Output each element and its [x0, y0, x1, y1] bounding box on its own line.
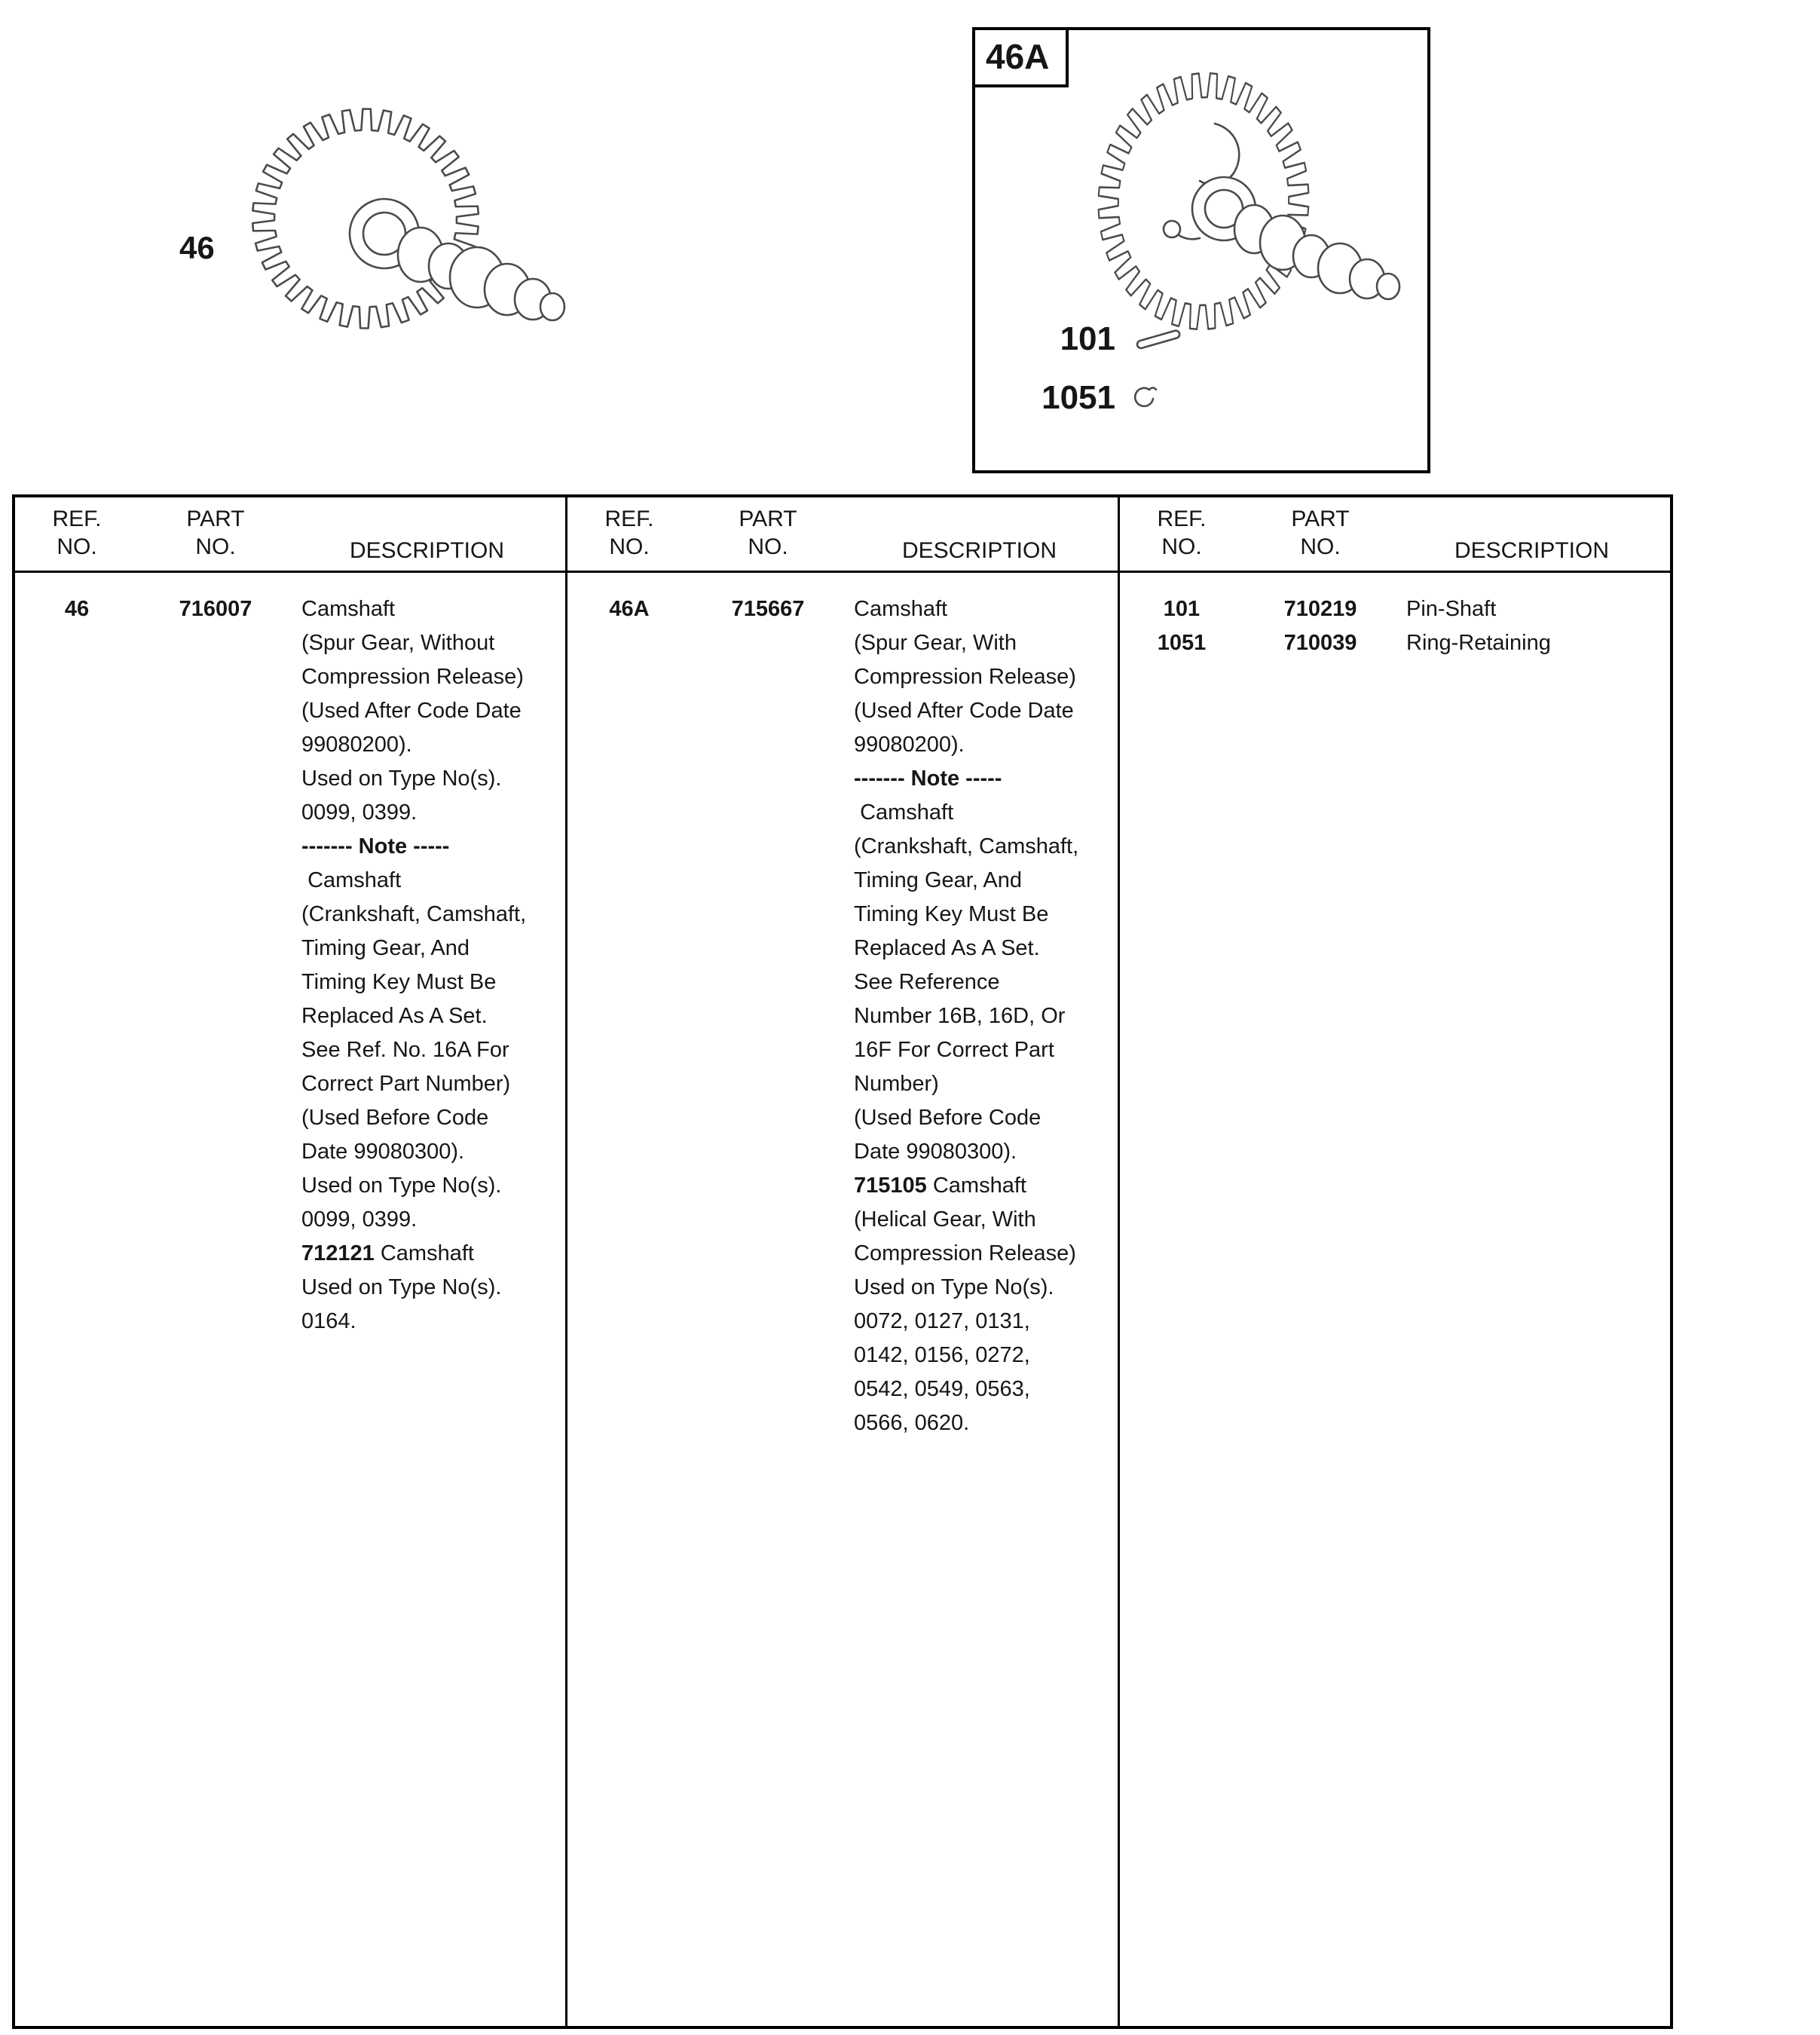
description-line: Number) [854, 1072, 939, 1096]
ref-no-header: REF. NO. [604, 506, 654, 559]
part-no-header: PART NO. [186, 506, 245, 559]
description-line: (Used Before Code [854, 1106, 1042, 1130]
description-line: 99080200). [854, 733, 965, 757]
pin-shaft-icon [1136, 329, 1181, 350]
description: Ring-Retaining [1406, 626, 1661, 660]
callout-101-label: 101 [1060, 320, 1115, 357]
table-row: 1051 710039 Ring-Retaining [1129, 626, 1661, 660]
description-line: Camshaft [301, 597, 396, 621]
description-line: 0566, 0620. [854, 1411, 970, 1435]
description-line: See Ref. No. 16A For [301, 1038, 509, 1062]
description-line: (Helical Gear, With [854, 1207, 1036, 1232]
description-line: 715105 Camshaft [854, 1174, 1026, 1198]
ref-no-header: REF. NO. [1157, 506, 1207, 559]
figure-box-46a: 46A [972, 27, 1430, 473]
part-no: 710039 [1283, 631, 1357, 655]
callout-101: 101 [1026, 320, 1191, 358]
description-line: Used on Type No(s). [854, 1275, 1054, 1299]
description-line: 0099, 0399. [301, 800, 418, 825]
description-line: Replaced As A Set. [301, 1004, 488, 1028]
description-line: (Crankshaft, Camshaft, [301, 902, 527, 926]
description-line: Used on Type No(s). [301, 767, 502, 791]
description-line: Number 16B, 16D, Or [854, 1004, 1066, 1028]
column-body: 101 710219 Pin-Shaft 1051 710039 Ring-Retaini… [1120, 573, 1670, 675]
description-line: (Used After Code Date [301, 699, 522, 723]
ref-no: 46A [609, 597, 650, 621]
callout-1051-label: 1051 [1042, 379, 1115, 416]
part-no-header: PART NO. [1291, 506, 1350, 559]
description-line: (Crankshaft, Camshaft, [854, 834, 1079, 858]
description-line: Timing Key Must Be [301, 970, 497, 994]
description-line: Timing Gear, And [301, 936, 470, 960]
description-line: 0542, 0549, 0563, [854, 1377, 1030, 1401]
description-line: 16F For Correct Part [854, 1038, 1054, 1062]
table-row: 101 710219 Pin-Shaft [1129, 592, 1661, 626]
description-line: 0099, 0399. [301, 1207, 418, 1232]
part-no-header: PART NO. [739, 506, 797, 559]
camshaft-diagram-46a [1097, 72, 1401, 331]
description-line: ------- Note ----- [854, 767, 1002, 791]
figure-label-46: 46 [179, 230, 215, 265]
ref-no: 101 [1163, 597, 1201, 621]
description-line: Correct Part Number) [301, 1072, 511, 1096]
description-line: Ring-Retaining [1406, 631, 1551, 655]
description-line: Compression Release) [854, 665, 1076, 689]
description-line: Pin-Shaft [1406, 597, 1497, 621]
description-line: 0164. [301, 1309, 356, 1333]
part-no: 716007 [179, 597, 252, 621]
description-line: Date 99080300). [854, 1140, 1017, 1164]
description-line: Camshaft [301, 868, 402, 892]
description-line: Compression Release) [854, 1241, 1076, 1265]
description-line: (Used Before Code [301, 1106, 489, 1130]
description-line: Used on Type No(s). [301, 1275, 502, 1299]
description-line: (Used After Code Date [854, 699, 1074, 723]
parts-table-column-3: REF. NO. PART NO. DESCRIPTION 101 710219 P… [1120, 497, 1670, 2026]
description-line: (Spur Gear, With [854, 631, 1017, 655]
part-no: 715667 [731, 597, 805, 621]
description: Pin-Shaft [1406, 592, 1661, 626]
description-line: See Reference [854, 970, 1000, 994]
column-header: REF. NO. PART NO. DESCRIPTION [567, 497, 1118, 573]
description-line: Camshaft [854, 800, 954, 825]
description-line: Replaced As A Set. [854, 936, 1040, 960]
description-line: Date 99080300). [301, 1140, 465, 1164]
camshaft-diagram-46 [251, 108, 566, 329]
description-line: Used on Type No(s). [301, 1174, 502, 1198]
description-line: (Spur Gear, Without [301, 631, 495, 655]
ref-no: 46 [64, 597, 90, 621]
description-line: Timing Gear, And [854, 868, 1022, 892]
description-line: Compression Release) [301, 665, 524, 689]
retaining-ring-icon [1133, 387, 1158, 408]
description-line: 0072, 0127, 0131, [854, 1309, 1030, 1333]
description-line: 712121 Camshaft [301, 1241, 474, 1265]
description-line: Camshaft [854, 597, 948, 621]
description-header: DESCRIPTION [902, 538, 1057, 563]
figure-label-46a: 46A [975, 30, 1069, 87]
description-header: DESCRIPTION [350, 538, 505, 563]
description-header: DESCRIPTION [1454, 538, 1610, 563]
description-line: 99080200). [301, 733, 412, 757]
part-no: 710219 [1283, 597, 1357, 621]
description-line: 0142, 0156, 0272, [854, 1343, 1030, 1367]
ref-no: 1051 [1157, 631, 1207, 655]
column-header: REF. NO. PART NO. DESCRIPTION [15, 497, 565, 573]
description-line: ------- Note ----- [301, 834, 450, 858]
callout-1051: 1051 [1026, 379, 1159, 417]
ref-no-header: REF. NO. [52, 506, 102, 559]
description-line: Timing Key Must Be [854, 902, 1049, 926]
column-header: REF. NO. PART NO. DESCRIPTION [1120, 497, 1670, 573]
